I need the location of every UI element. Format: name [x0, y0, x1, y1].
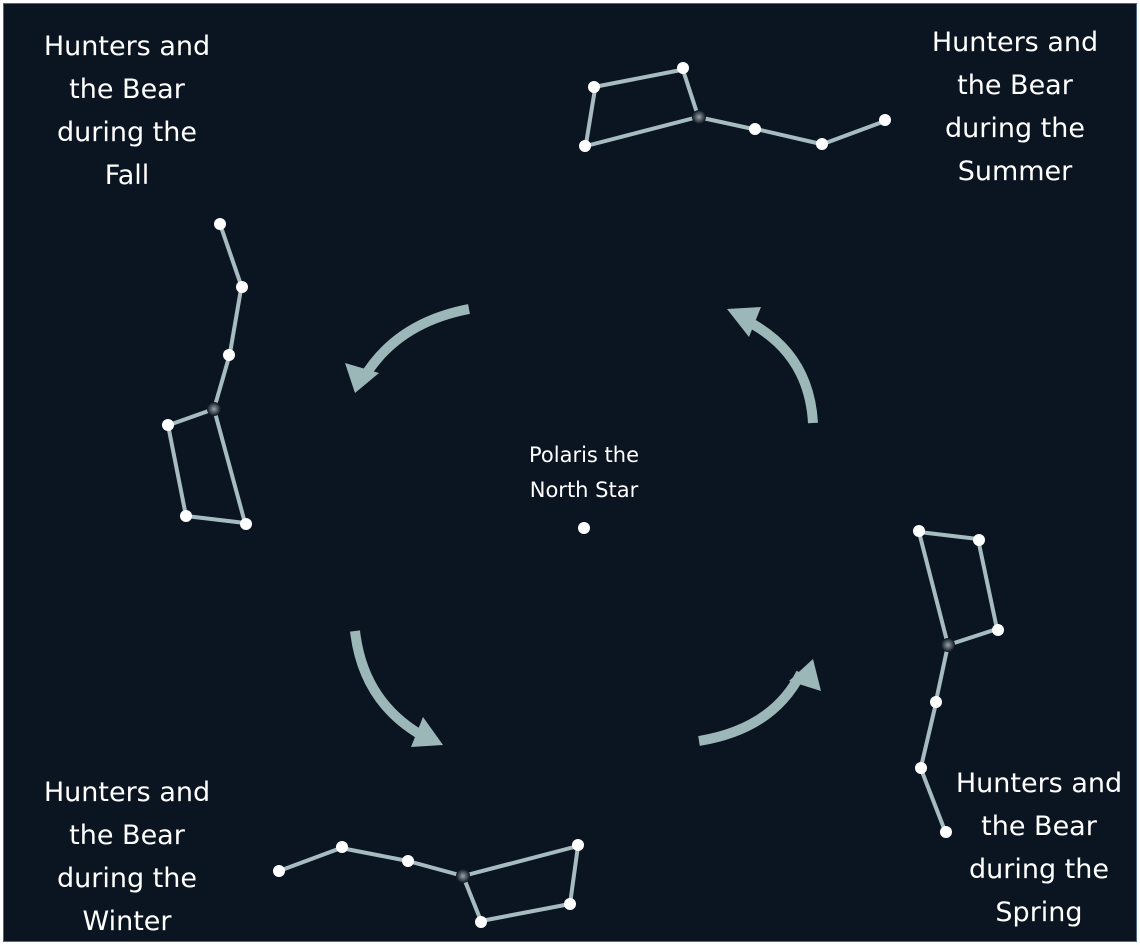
constellation-winter [273, 839, 584, 928]
star [336, 841, 348, 853]
constellation-fall [162, 218, 252, 530]
star [941, 638, 955, 652]
night-sky-diagram: Hunters and the Bear during the Fall Hun… [3, 3, 1137, 942]
star [973, 534, 985, 546]
star [940, 826, 952, 838]
label-summer: Hunters and the Bear during the Summer [931, 27, 1099, 187]
polaris-star [578, 522, 590, 534]
polaris-label: Polaris the North Star [528, 443, 639, 502]
label-spring: Hunters and the Bear during the Spring [955, 768, 1123, 928]
rotation-arrows [345, 304, 821, 747]
star [273, 865, 285, 877]
arrow-spring-to-summer [727, 307, 818, 424]
label-winter: Hunters and the Bear during the Winter [43, 777, 211, 937]
star [207, 402, 221, 416]
star [236, 281, 248, 293]
winter-stars [273, 839, 584, 928]
star [223, 349, 235, 361]
star [402, 855, 414, 867]
fall-stars [162, 218, 252, 530]
spring-stars [913, 525, 1004, 838]
star [180, 510, 192, 522]
star [588, 81, 600, 93]
arrow-summer-to-fall [345, 304, 470, 393]
star [749, 123, 761, 135]
big-dipper-rotation-diagram [162, 62, 1004, 928]
star [692, 110, 706, 124]
star [475, 916, 487, 928]
label-fall: Hunters and the Bear during the Fall [43, 31, 211, 191]
star [564, 898, 576, 910]
star [214, 218, 226, 230]
star [816, 138, 828, 150]
arrow-winter-to-spring [698, 659, 821, 746]
star [240, 518, 252, 530]
star [162, 419, 174, 431]
summer-stars [579, 62, 891, 152]
star [677, 62, 689, 74]
star [930, 696, 942, 708]
arrow-fall-to-winter [350, 630, 443, 747]
star [913, 525, 925, 537]
constellation-spring [913, 525, 1004, 838]
star [579, 140, 591, 152]
star [456, 869, 470, 883]
star [879, 114, 891, 126]
star [572, 839, 584, 851]
star [992, 624, 1004, 636]
star [915, 762, 927, 774]
constellation-summer [579, 62, 891, 152]
